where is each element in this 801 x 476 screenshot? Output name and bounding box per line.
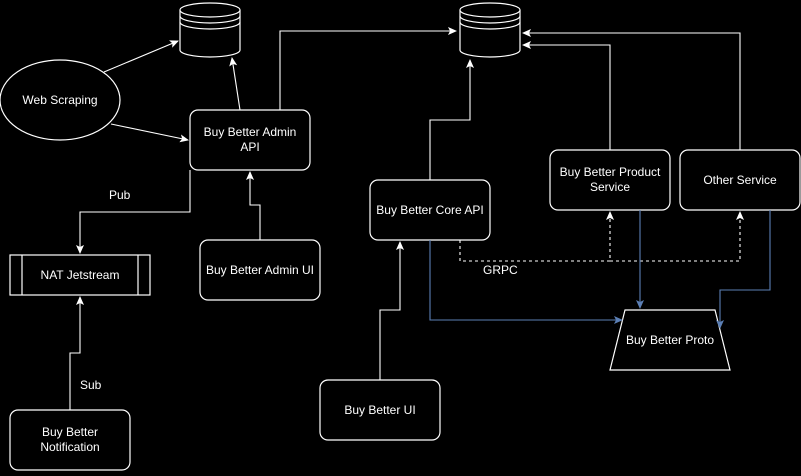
admin-ui-label: Buy Better Admin UI [205,262,315,277]
admin-api-node[interactable] [189,109,311,171]
notification-label: Buy Better Notification [40,425,100,454]
edge-core-api-to-proto [429,240,623,324]
nat-jetstream-node[interactable] [9,254,151,296]
edge-product-service-to-core-db [522,41,611,150]
core-api-label: Buy Better Core API [376,202,484,217]
proto-node[interactable] [609,309,731,371]
edge-admin-api-to-admin-db [229,57,241,111]
nat-jetstream-label: NAT Jetstream [40,267,120,282]
other-service-label: Other Service [703,172,777,187]
edge-other-service-to-proto [716,210,771,329]
ui-label: Buy Better UI [344,402,416,417]
pub-edge-label: Pub [109,188,131,202]
edge-admin-api-to-core-db [279,27,457,110]
core-database-icon [459,2,521,58]
edge-scraping-to-admin-api [110,123,189,143]
proto-label: Buy Better Proto [625,332,715,347]
admin-database-icon [179,2,241,58]
sub-edge-label: Sub [80,378,102,392]
edge-other-service-to-core-db [522,29,741,150]
grpc-edge-label: GRPC [483,263,518,277]
edge-admin-ui-to-admin-api [246,171,261,240]
edge-notification-sub-to-nat [69,296,84,410]
web-scraping-label: Web Scraping [22,92,98,107]
admin-api-label: Buy Better Admin API [203,125,297,154]
edge-ui-to-core-api [379,241,404,380]
edge-grpc-core-to-other [610,211,744,262]
edge-admin-api-pub-to-nat [76,170,191,254]
edge-core-api-to-core-db [429,59,474,180]
edge-scraping-to-admin-db [103,40,179,73]
edge-grpc-core-to-product [459,211,614,262]
product-service-label: Buy Better Product Service [559,165,661,194]
web-scraping-node[interactable] [0,59,121,141]
